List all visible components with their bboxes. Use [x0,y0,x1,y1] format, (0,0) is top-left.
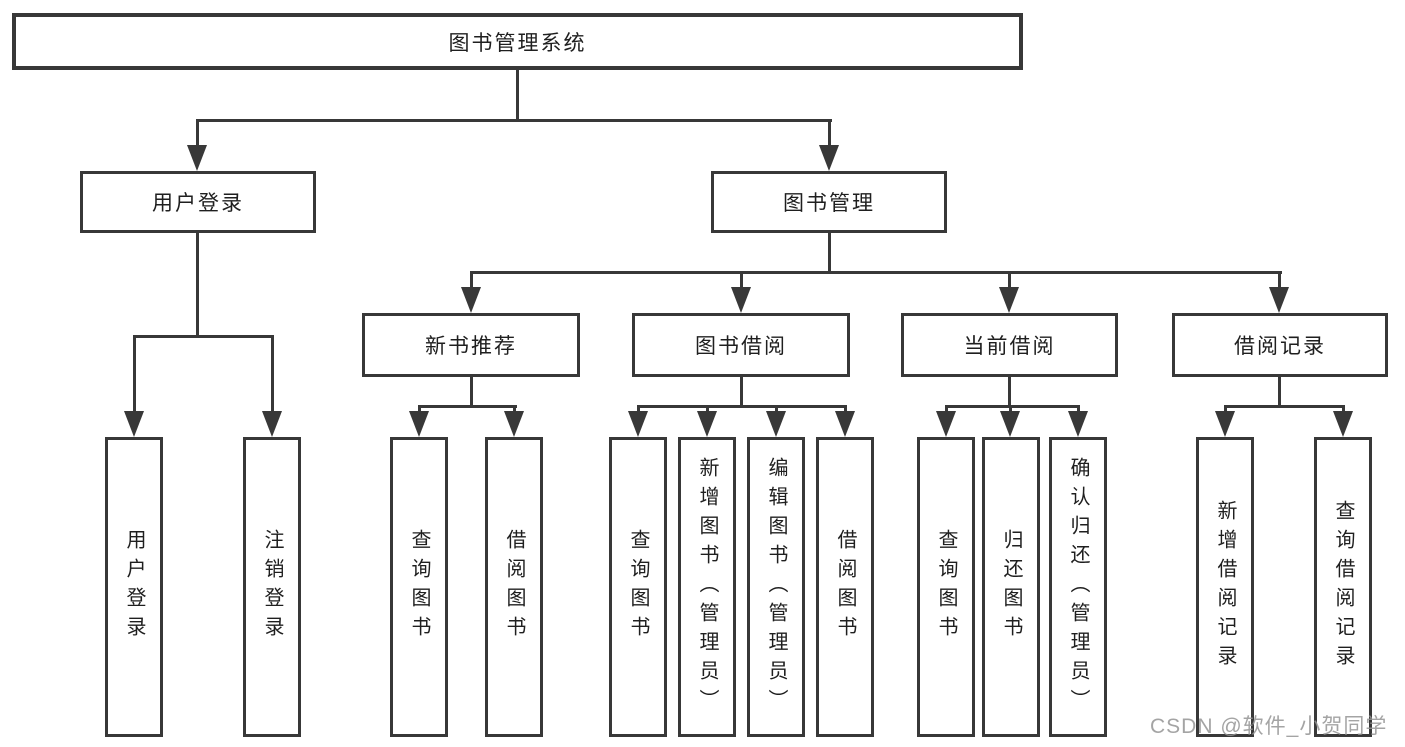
node-book-management-system: 图书管理系统 [12,13,1023,70]
connector-line [133,335,274,338]
connector-line [271,335,274,411]
node-current-borrowing: 当前借阅 [901,313,1118,377]
leaf-label: 新增图书（管理员） [696,456,718,718]
node-book-borrowing: 图书借阅 [632,313,850,377]
leaf-user-login: 用户登录 [105,437,163,737]
connector-arrowhead [1269,287,1289,313]
connector-line [1224,405,1227,413]
connector-line [945,405,1080,408]
connector-arrowhead [1333,411,1353,437]
leaf-return-books: 归还图书 [982,437,1040,737]
connector-arrowhead [999,287,1019,313]
connector-line [196,119,199,146]
connector-arrowhead [504,411,524,437]
leaf-query-books-2: 查询图书 [609,437,667,737]
connector-arrowhead [187,145,207,171]
connector-line [1224,405,1345,408]
connector-arrowhead [409,411,429,437]
leaf-borrow-books: 借阅图书 [485,437,543,737]
connector-arrowhead [262,411,282,437]
connector-line [945,405,948,413]
connector-line [1008,377,1011,408]
leaf-label: 借阅图书 [834,529,856,645]
leaf-logout: 注销登录 [243,437,301,737]
leaf-label: 查询借阅记录 [1332,500,1354,674]
leaf-label: 查询图书 [408,529,430,645]
connector-arrowhead [697,411,717,437]
leaf-label: 查询图书 [627,529,649,645]
leaf-borrow-books-2: 借阅图书 [816,437,874,737]
connector-arrowhead [1000,411,1020,437]
leaf-query-books: 查询图书 [390,437,448,737]
connector-line [1342,405,1345,413]
connector-line [844,405,847,413]
leaf-query-borrow-record: 查询借阅记录 [1314,437,1372,737]
connector-line [516,70,519,121]
watermark: CSDN @软件_小贺同学 [1150,715,1388,738]
connector-line [470,271,473,289]
node-user-login: 用户登录 [80,171,316,233]
connector-line [470,377,473,408]
connector-line [196,233,199,338]
leaf-label: 归还图书 [1000,529,1022,645]
leaf-label: 注销登录 [261,529,283,645]
connector-line [1077,405,1080,413]
connector-line [637,405,847,408]
connector-line [740,271,743,289]
connector-line [418,405,421,413]
connector-line [828,119,831,146]
connector-arrowhead [124,411,144,437]
connector-arrowhead [1068,411,1088,437]
connector-line [828,233,831,274]
leaf-label: 新增借阅记录 [1214,500,1236,674]
node-book-management: 图书管理 [711,171,947,233]
connector-line [637,405,640,413]
leaf-confirm-return-admin: 确认归还（管理员） [1049,437,1107,737]
leaf-label: 借阅图书 [503,529,525,645]
connector-line [196,119,832,122]
connector-arrowhead [731,287,751,313]
connector-line [775,405,778,413]
connector-line [133,335,136,411]
leaf-edit-books-admin: 编辑图书（管理员） [747,437,805,737]
connector-line [1278,271,1281,289]
connector-arrowhead [936,411,956,437]
leaf-label: 编辑图书（管理员） [765,456,787,718]
leaf-label: 确认归还（管理员） [1067,456,1089,718]
leaf-label: 查询图书 [935,529,957,645]
leaf-add-books-admin: 新增图书（管理员） [678,437,736,737]
connector-line [1278,377,1281,408]
connector-line [1009,405,1012,413]
connector-arrowhead [819,145,839,171]
leaf-add-borrow-record: 新增借阅记录 [1196,437,1254,737]
node-borrowing-records: 借阅记录 [1172,313,1388,377]
leaf-query-books-3: 查询图书 [917,437,975,737]
connector-arrowhead [628,411,648,437]
connector-line [418,405,517,408]
connector-line [706,405,709,413]
connector-arrowhead [766,411,786,437]
leaf-label: 用户登录 [123,529,145,645]
connector-arrowhead [461,287,481,313]
connector-arrowhead [1215,411,1235,437]
connector-arrowhead [835,411,855,437]
connector-line [1008,271,1011,289]
connector-line [740,377,743,408]
node-new-book-recommendation: 新书推荐 [362,313,580,377]
connector-line [513,405,516,413]
connector-line [470,271,1282,274]
